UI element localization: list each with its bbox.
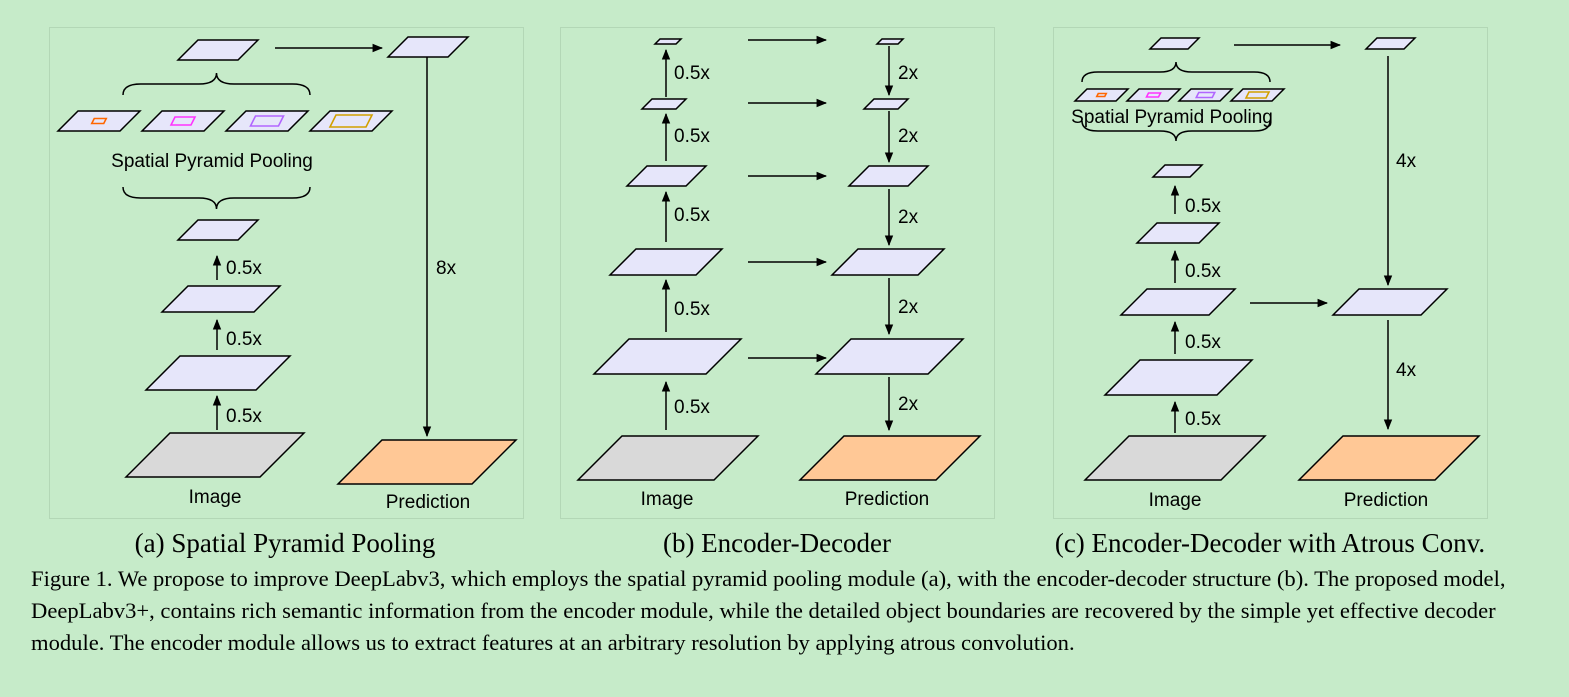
- panel-a-encoder-feature-3: [160, 285, 282, 313]
- panel-b-decoder-feature-5: [875, 38, 905, 45]
- panel-b-down-label-3: 0.5x: [674, 205, 710, 226]
- panel-c-spp-brace-top: [1081, 61, 1271, 83]
- panel-c-spp-label: Spatial Pyramid Pooling: [1071, 107, 1273, 128]
- panel-b-down-label-5: 0.5x: [674, 397, 710, 418]
- panel-c-encoder-feature-3: [1135, 222, 1221, 244]
- panel-a-scale-label-1: 0.5x: [226, 258, 262, 279]
- panel-b-prediction: [798, 435, 982, 481]
- panel-c-pool-map-2: [1125, 88, 1182, 102]
- panel-b-down-label-2: 0.5x: [674, 126, 710, 147]
- panel-c-pool-map-1: [1073, 88, 1130, 102]
- panel-c-down-label-4: 0.5x: [1185, 409, 1221, 430]
- panel-b-decoder-feature-1: [814, 338, 965, 375]
- panel-a-spp-brace-top: [122, 72, 311, 96]
- panel-a-scale-label-3: 0.5x: [226, 406, 262, 427]
- panel-b-input-image: [576, 435, 760, 481]
- panel-a-prediction-label: Prediction: [386, 492, 471, 513]
- panel-a-pool-map-1: [56, 110, 142, 132]
- panel-c-down-label-2: 0.5x: [1185, 261, 1221, 282]
- architecture-diagram: Spatial Pyramid Pooling 0.5x 0.5x 0.5x 8…: [56, 35, 1481, 513]
- panel-c-decoder-feature-mid: [1331, 288, 1449, 316]
- panel-c-pool-region-4: [1244, 91, 1271, 99]
- panel-b-decoder-feature-2: [830, 248, 946, 276]
- panel-c-encoder-feature-1: [1103, 359, 1254, 396]
- panel-b-encoder-feature-2: [608, 248, 724, 276]
- panel-c-prediction-label: Prediction: [1344, 490, 1429, 511]
- panel-b-down-label-4: 0.5x: [674, 299, 710, 320]
- panel-b-image-label: Image: [641, 489, 694, 510]
- panel-b-decoder-feature-4: [862, 98, 910, 110]
- panel-a-upsample-label: 8x: [436, 258, 457, 279]
- panel-a-spp-output-feature: [176, 39, 260, 61]
- panel-c-encoder-feature-2: [1119, 288, 1237, 316]
- panel-a-image-label: Image: [189, 487, 242, 508]
- panel-c-pool-map-3: [1177, 88, 1234, 102]
- subcaption-b: (b) Encoder-Decoder: [662, 528, 892, 558]
- panel-b-down-label-1: 0.5x: [674, 63, 710, 84]
- panel-c-pool-region-2: [1145, 92, 1162, 98]
- panel-a-encoder-feature-2: [144, 355, 292, 391]
- panel-c-prediction: [1297, 435, 1481, 481]
- panel-b-up-label-5: 2x: [898, 394, 919, 415]
- panel-c-spp-output-feature: [1148, 37, 1201, 50]
- panel-a-decoder-feature: [386, 36, 470, 58]
- panel-a-input-image: [124, 432, 306, 478]
- panel-c-encoder-feature-4: [1151, 164, 1204, 178]
- panel-a-scale-label-2: 0.5x: [226, 329, 262, 350]
- panel-a-pool-region-4: [328, 114, 374, 128]
- panel-b-encoder-feature-4: [640, 98, 688, 110]
- panel-a-pool-region-3: [249, 115, 285, 127]
- panel-b-up-label-4: 2x: [898, 297, 919, 318]
- subcaption-c: (c) Encoder-Decoder with Atrous Conv.: [1054, 528, 1486, 558]
- panel-c-spp-brace-bottom: [1081, 120, 1271, 142]
- panel-a-spp-brace-bottom: [122, 186, 311, 210]
- panel-c-input-image: [1083, 435, 1267, 481]
- panel-c-down-label-3: 0.5x: [1185, 332, 1221, 353]
- panel-a-prediction: [336, 439, 518, 485]
- panel-b-encoder-feature-3: [625, 165, 708, 187]
- panel-a-encoder-feature-4: [176, 219, 260, 241]
- panel-b-encoder-feature-1: [592, 338, 743, 375]
- panel-b-prediction-label: Prediction: [845, 489, 930, 510]
- panel-b-decoder-feature-3: [847, 165, 930, 187]
- panel-b-up-label-2: 2x: [898, 126, 919, 147]
- panel-a-pool-map-4: [308, 110, 394, 132]
- panel-a-pool-map-2: [140, 110, 226, 132]
- panel-b-encoder-feature-5: [653, 38, 683, 45]
- panel-c-image-label: Image: [1149, 490, 1202, 511]
- panel-c-up-label-2: 4x: [1396, 360, 1417, 381]
- panel-b-up-label-3: 2x: [898, 207, 919, 228]
- panel-a-spp-label: Spatial Pyramid Pooling: [111, 151, 313, 172]
- panel-c-down-label-1: 0.5x: [1185, 196, 1221, 217]
- panel-c-pool-region-3: [1194, 91, 1217, 99]
- panel-c-decoder-feature-top: [1364, 37, 1417, 50]
- figure-caption: Figure 1. We propose to improve DeepLabv…: [31, 566, 1506, 655]
- panel-b-up-label-1: 2x: [898, 63, 919, 84]
- panel-c-up-label-1: 4x: [1396, 151, 1417, 172]
- subcaption-a: (a) Spatial Pyramid Pooling: [134, 528, 436, 558]
- panel-c-pool-region-1: [1095, 92, 1108, 98]
- panel-a-pool-region-2: [169, 116, 197, 126]
- panel-c-pool-map-4: [1229, 88, 1286, 102]
- panel-a-pool-map-3: [224, 110, 310, 132]
- panel-a-pool-region-1: [90, 117, 108, 125]
